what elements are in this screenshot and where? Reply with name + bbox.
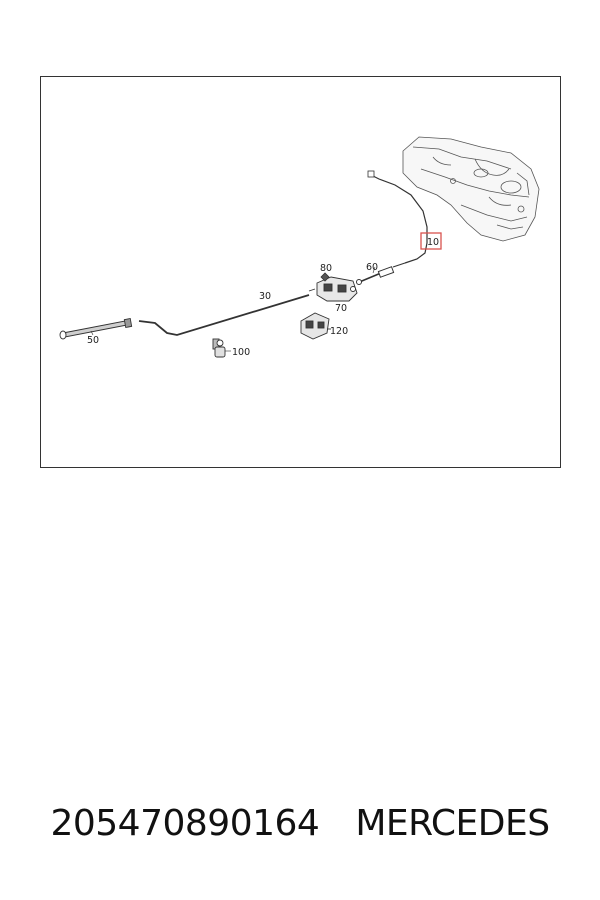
callout-80: 80	[320, 263, 332, 274]
nut-80	[320, 272, 330, 282]
part-number: 205470890164	[50, 803, 320, 844]
highlight-box-10	[420, 232, 442, 250]
callout-30: 30	[259, 291, 271, 302]
callout-120: 120	[330, 326, 348, 337]
caption: 205470890164 MERCEDES	[0, 803, 600, 844]
valve-block-70	[308, 276, 358, 302]
diagram-frame: 10 60 70 80 30	[40, 76, 561, 468]
fuel-line-10	[367, 170, 428, 264]
clip-100	[212, 338, 226, 358]
callout-10: 10	[427, 237, 439, 248]
hose-50	[59, 318, 133, 340]
fuel-line-30	[138, 294, 310, 336]
callout-50: 50	[87, 335, 99, 346]
fuel-tank	[402, 136, 540, 242]
callout-70: 70	[335, 303, 347, 314]
callout-60: 60	[366, 262, 378, 273]
brand-name: MERCEDES	[355, 803, 550, 844]
fitting-60	[356, 262, 406, 285]
bracket-120	[300, 312, 331, 340]
callout-100: 100	[232, 347, 250, 358]
parts-diagram: 10 60 70 80 30	[59, 136, 540, 358]
